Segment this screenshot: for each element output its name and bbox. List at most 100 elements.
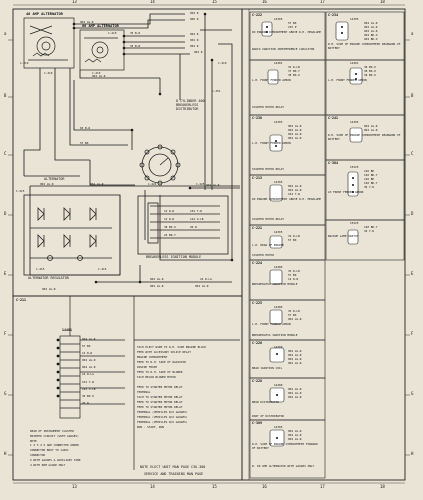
wire-label: 904 BK-O [364,33,378,38]
grid-letter: D [411,211,414,216]
part-number: 14289 [274,383,283,388]
grid-letter: H [411,451,414,456]
location-caption: NEAR IGNITION COIL [252,366,283,371]
breakerless-ignition-module [137,195,229,255]
wire-label: 904 LG-R [288,437,302,442]
location-caption: R.H. SIDE OF ENGINE COMPARTMENT FORWARD … [252,442,318,450]
note-line: 1 2 3 4 5 ARE CONNECTED UNDER [30,443,79,448]
location-caption: L.H. FRONT FENDER APRON [252,141,291,146]
wire-label: 32 R-LB [288,269,300,274]
connector-id: C-304 [328,161,338,165]
wire-label: 24 BR-Y [164,233,176,237]
connector-id: C-221 [252,226,262,230]
part-number: 14286 [274,305,283,310]
wire-label: 904 LG-R [42,287,56,291]
wire-label: 140 BK-Y [364,173,378,178]
wire-label: 36 Y-R [364,185,375,190]
regulator-label: ALTERNATOR REGULATOR [28,276,69,280]
note-line: CONNECTOR [30,452,46,457]
wire-label: 904 R [190,38,199,42]
note-line: ENGINE COMPARTMENT [137,354,168,359]
wire-label: 38 BK-O [364,64,376,69]
location-caption: BREAKERLESS IGNITION MODULE [252,282,298,287]
lower-alternator-label: ALTERNATOR [44,177,65,181]
wire-label: 35 B-W [130,44,141,48]
right-panel-frame [241,8,406,481]
connector-label: C-219 [108,31,117,35]
note-line: TERMINAL (VEHICLES W/O GAUGES) [137,419,188,424]
note-line: CONNECTOR BODY TO 14401 [30,448,69,453]
connector-id: C-226 [252,341,262,345]
connector-id: C-241 [328,116,338,120]
wire-label: 904 R [190,44,199,48]
grid-letter: G [411,391,414,396]
wire-label: 904 R [194,50,203,54]
note-line: FEED WITH ACCESSORY SPLICE RELAY [137,349,191,354]
connector-label: C-224 [148,182,157,186]
connector-id: C-225 [252,301,262,305]
wire-label: 904 R [190,11,199,15]
wire-label: 904 LG-R [288,391,302,396]
pin-label: 904 LG-R [82,358,96,363]
footer-note: SERVICE AND TRAINING MAN PAGE [144,472,204,476]
grid-number: 16 [262,0,267,4]
wire-label: 904 LG-R [80,20,94,24]
wire-label: 146 BK [364,169,375,174]
wire-label: 12 R-W [164,217,175,221]
instrument-cluster-connector [59,296,240,470]
wire-label: 906 R [190,17,199,21]
wire-label: 20 W [190,225,197,229]
location-caption: STARTER MOTOR [252,253,274,257]
grid-letter: a [4,31,7,36]
note-line: FEED TO STARTER MOTOR RELAY [137,400,183,405]
grid-number: 13 [72,0,77,4]
part-number: 14305 [274,120,283,125]
location-caption: STARTER MOTOR RELAY [252,167,284,171]
part-number: 14289 [274,345,283,350]
alternator-40amp [23,17,75,69]
wire-label: 904 LG-R [288,128,302,133]
wire-label: 904 LG-R [364,124,378,129]
location-caption: NEAR DISTRIBUTOR [252,400,279,405]
note-line [137,381,239,384]
grid-number: 17 [320,0,325,4]
wire-label: 904 LG-R [288,429,302,434]
wire-label: 12 R-W [164,209,175,213]
part-number: 14305 [350,120,359,125]
wire-label: 904 LG-R [288,387,302,392]
wire-label: 904 LG-R [150,277,164,281]
note-line: TACH BELOW BLOWER MOTOR [137,374,176,379]
grid-letter: H [4,451,7,456]
wire-label: 904 LG-R [195,284,209,288]
wire-label: 904 LG-R [288,433,302,438]
pin-label: 57 BK [82,344,91,349]
wire-label: 152 Y-W [190,209,202,213]
connector-view: STARTER MOTOR RELAY [252,166,326,173]
location-caption: L.H. FRONT FENDER APRON [328,77,367,82]
connector-id: C-234 [328,13,338,17]
connector-label: C-215 [36,267,45,271]
grid-letter: C [4,151,7,156]
pin-label: 20 W [82,400,89,405]
box-backup [325,219,405,261]
note-line: TERMINAL [137,390,151,395]
wire-label: 904 LG-R [288,353,302,358]
note-line: 2 WITH GAUGES & AUXILIARY TANK [30,457,81,462]
grid-letter: a [411,31,414,36]
grid-letter: B [4,93,7,98]
wire-label: 57 BK [288,313,297,318]
location-caption: R. 60 AMP ALTERNATOR WITH GAUGES ONLY [252,464,315,468]
grid-letter: B [411,93,414,98]
note-line: 4 WITH RPM GAUGE ONLY [30,462,66,467]
connector-label: C-215 [98,267,107,271]
note-line: TERMINAL (VEHICLES W/O GAUGES) [137,410,188,414]
connector-label: C-219 [20,61,29,65]
wire-label: 32 R-LB [288,309,300,314]
note-line: PRINTED CIRCUIT (WITH GAUGES) [30,433,79,438]
wire-label: 904 LG-R [364,128,378,133]
grid-number: 14 [150,0,155,4]
